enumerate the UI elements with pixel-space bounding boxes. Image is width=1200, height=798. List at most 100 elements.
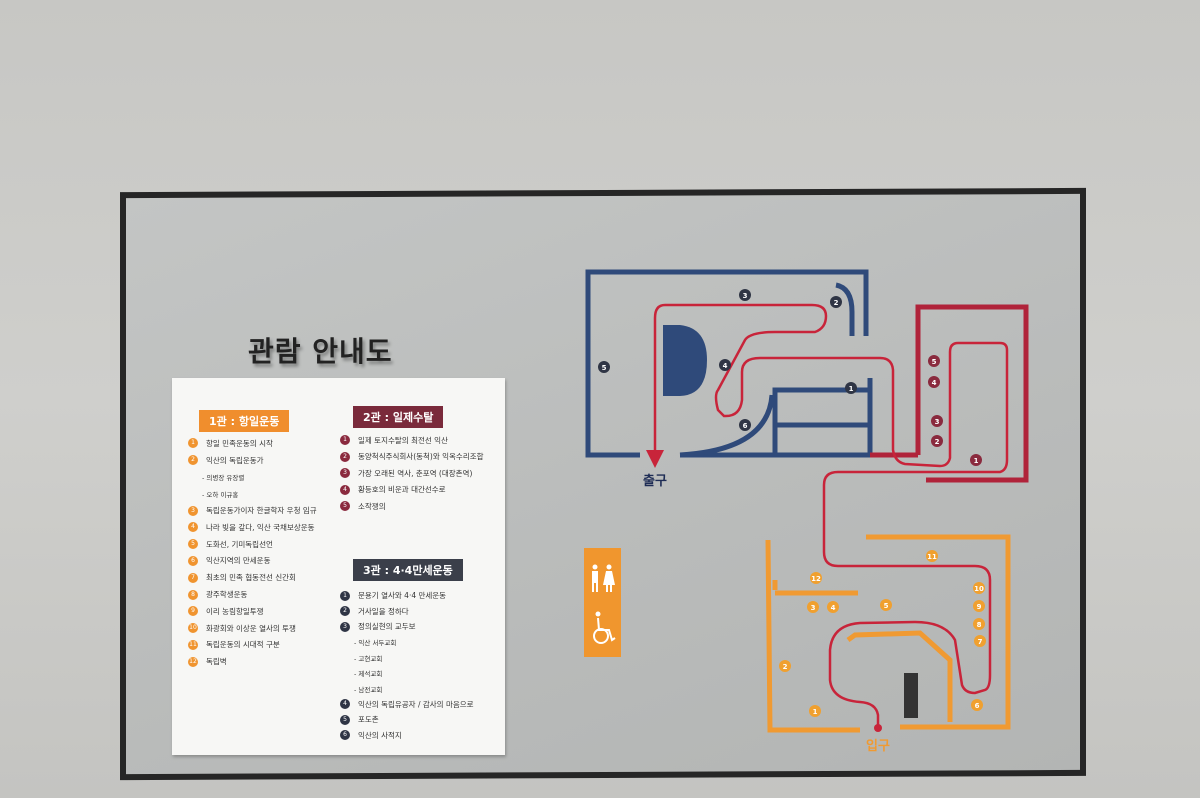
item-number-badge: 8 [188, 589, 198, 600]
legend-item: 2 익산의 독립운동가 [188, 452, 317, 469]
map-marker: 6 [971, 699, 983, 711]
svg-text:3: 3 [743, 292, 748, 300]
item-number-badge: 4 [340, 699, 350, 710]
item-number-badge: 11 [188, 639, 198, 650]
map-marker: 9 [973, 600, 985, 612]
item-label: 문용기 열사와 4·4 만세운동 [358, 591, 447, 601]
item-number-badge: 7 [188, 572, 198, 583]
item-label: 가장 오래된 역사, 춘포역 (대장촌역) [358, 468, 473, 478]
item-number-badge: 2 [188, 455, 198, 466]
item-label: 광주학생운동 [206, 590, 248, 600]
item-label: - 제석교회 [354, 670, 383, 679]
item-label: 거사일을 정하다 [358, 606, 409, 616]
item-label: 도화선, 기미독립선언 [206, 539, 273, 549]
map-marker: 5 [928, 355, 940, 367]
svg-text:10: 10 [974, 585, 984, 593]
svg-text:1: 1 [849, 385, 854, 393]
item-number-badge: 3 [340, 621, 350, 632]
item-label: 소작쟁의 [358, 501, 386, 511]
hall3-markers: 3 2 5 4 1 6 [598, 289, 857, 431]
svg-text:1: 1 [813, 708, 818, 716]
item-label: 정의실현의 교두보 [358, 622, 416, 632]
hall3-header: 3관 : 4·4만세운동 [353, 559, 463, 581]
item-number-badge: 12 [188, 656, 198, 667]
item-label: 일제 토지수탈의 최전선 익산 [358, 435, 448, 445]
item-label: 최초의 민족 협동전선 신간회 [206, 573, 296, 583]
svg-text:5: 5 [932, 358, 937, 366]
legend-item: - 오하 이규홍 [188, 485, 317, 502]
map-marker: 1 [809, 705, 821, 717]
entrance-dot [874, 724, 882, 732]
item-label: 동양척식주식회사(동척)와 익옥수리조합 [358, 452, 484, 462]
map-marker: 4 [928, 376, 940, 388]
item-label: 포도촌 [358, 715, 379, 725]
legend-item: 1 일제 토지수탈의 최전선 익산 [340, 432, 484, 449]
hall1-pillar [904, 673, 918, 718]
legend-item: - 제석교회 [340, 666, 474, 682]
hall1-markers: 11 12 10 3 4 5 9 8 7 2 6 1 [779, 550, 986, 717]
item-label: 익산의 독립운동가 [206, 455, 264, 465]
map-marker: 1 [970, 454, 982, 466]
map-marker: 8 [973, 618, 985, 630]
entrance-label: 입구 [866, 739, 890, 754]
map-marker: 2 [779, 660, 791, 672]
svg-text:4: 4 [932, 379, 937, 387]
map-marker: 3 [739, 289, 751, 301]
restroom-icon [592, 564, 615, 592]
map-marker: 5 [598, 361, 610, 373]
item-label: 익산의 사적지 [358, 730, 402, 740]
item-number-badge: 5 [340, 501, 350, 512]
legend-item: 7 최초의 민족 협동전선 신간회 [188, 569, 317, 586]
map-marker: 5 [880, 599, 892, 611]
svg-text:5: 5 [884, 602, 889, 610]
map-marker: 4 [827, 601, 839, 613]
item-label: - 남전교회 [354, 685, 383, 694]
item-number-badge: 10 [188, 623, 198, 634]
item-label: 이리 농림항일투쟁 [206, 606, 264, 616]
legend-item: 8 광주학생운동 [188, 586, 317, 603]
legend-item: 3 정의실현의 교두보 [340, 619, 474, 635]
item-label: 독립운동가이자 한글학자 우청 임규 [206, 506, 317, 516]
item-label: - 익산 서두교회 [354, 639, 397, 648]
svg-text:6: 6 [975, 702, 980, 710]
legend-item: - 익산 서두교회 [340, 635, 474, 651]
item-label: 화광회와 이상운 열사의 투쟁 [206, 623, 296, 633]
item-number-badge: 1 [340, 435, 350, 446]
exit-label: 출구 [643, 473, 667, 489]
item-number-badge: 1 [188, 438, 198, 449]
item-number-badge: 6 [340, 730, 350, 741]
svg-text:2: 2 [935, 438, 940, 446]
map-marker: 12 [810, 572, 822, 584]
item-label: - 고현교회 [354, 654, 383, 663]
item-number-badge: 6 [188, 555, 198, 566]
legend-item: 5 소작쟁의 [340, 498, 484, 515]
legend-item: 9 이리 농림항일투쟁 [188, 603, 317, 620]
item-label: - 오하 이규홍 [202, 490, 239, 499]
map-marker: 3 [931, 415, 943, 427]
svg-text:6: 6 [743, 422, 748, 430]
svg-text:3: 3 [935, 418, 940, 426]
svg-text:11: 11 [927, 553, 937, 561]
hall3-pillar [663, 325, 707, 396]
item-label: 나라 빚을 갚다, 익산 국채보상운동 [206, 522, 315, 532]
item-number-badge: 9 [188, 606, 198, 617]
svg-text:8: 8 [977, 621, 982, 629]
hall1-walls [765, 534, 1011, 733]
page-title: 관람 안내도 [248, 335, 393, 368]
hall2-markers: 5 4 3 2 1 [928, 355, 982, 466]
item-label: 익산지역의 만세운동 [206, 556, 271, 566]
legend-item: - 의병장 유장렬 [188, 469, 317, 486]
